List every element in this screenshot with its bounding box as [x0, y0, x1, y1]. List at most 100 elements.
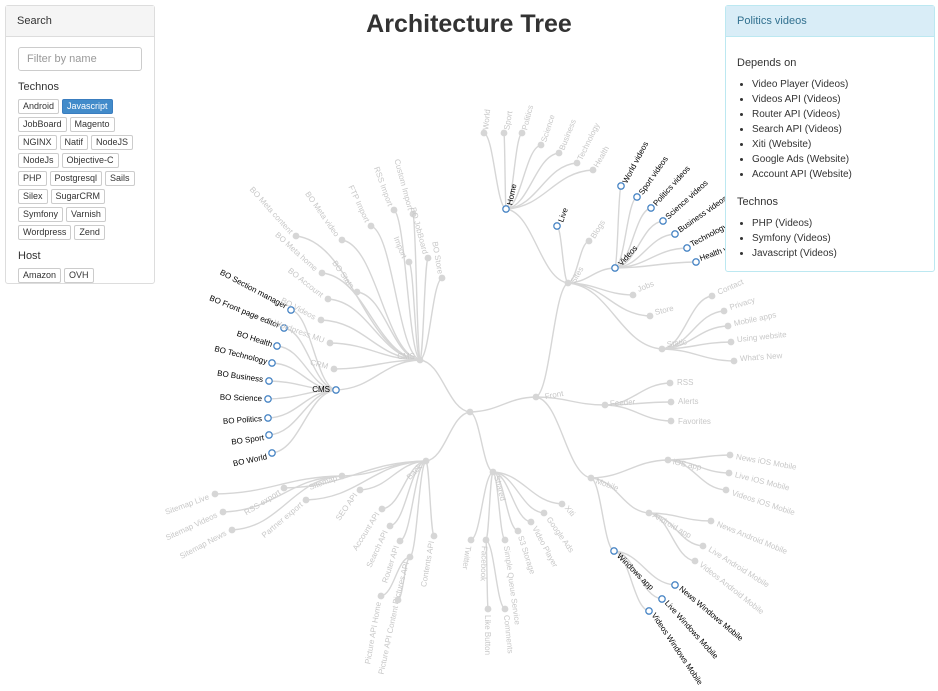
tree-node-label[interactable]: Simple Queue Service [502, 545, 522, 626]
techno-tag[interactable]: Objective-C [61, 153, 119, 168]
tree-node[interactable] [667, 417, 675, 425]
tree-node-label[interactable]: S3 Storage [516, 534, 537, 575]
tree-node[interactable] [318, 269, 326, 277]
tree-node[interactable] [617, 182, 625, 190]
tree-node[interactable] [585, 237, 593, 245]
techno-tag[interactable]: NodeJs [18, 153, 59, 168]
tree-node[interactable] [378, 505, 386, 513]
tree-node-label[interactable]: Sites [569, 265, 586, 285]
tree-node-label[interactable]: Contents API [419, 540, 436, 588]
tree-node[interactable] [438, 274, 446, 282]
tree-node[interactable] [658, 595, 666, 603]
tree-node[interactable] [553, 222, 561, 230]
tree-node[interactable] [601, 401, 609, 409]
tree-node[interactable] [527, 518, 535, 526]
tree-root-node[interactable] [466, 408, 474, 416]
tree-node[interactable] [708, 292, 716, 300]
tree-node[interactable] [394, 596, 402, 604]
tree-node-label[interactable]: Using website [736, 330, 787, 344]
tree-node[interactable] [558, 500, 566, 508]
tree-node-label[interactable]: Favorites [678, 417, 711, 426]
tree-node[interactable] [287, 306, 295, 314]
tree-node[interactable] [564, 279, 572, 287]
tree-node-label[interactable]: BO Business [217, 369, 264, 384]
tree-node[interactable] [268, 359, 276, 367]
tree-node-label[interactable]: BO Health [236, 329, 274, 349]
tree-node-label[interactable]: Shared [492, 475, 507, 502]
tree-node-label[interactable]: Live iOS Mobile [734, 470, 791, 492]
tree-node-label[interactable]: Mobile [595, 476, 621, 493]
tree-node[interactable] [219, 508, 227, 516]
techno-tag[interactable]: Natif [59, 135, 89, 150]
techno-tag[interactable]: Sails [105, 171, 135, 186]
techno-tag[interactable]: Javascript [62, 99, 113, 114]
tree-node-label[interactable]: Store [654, 303, 675, 316]
tree-node-label[interactable]: Science [539, 113, 557, 143]
tree-node[interactable] [386, 522, 394, 530]
tree-node[interactable] [265, 431, 273, 439]
tree-node[interactable] [722, 486, 730, 494]
tree-node[interactable] [338, 236, 346, 244]
tree-node-label[interactable]: Alerts [678, 397, 698, 406]
tree-node[interactable] [727, 338, 735, 346]
tree-node-label[interactable]: News iOS Mobile [735, 452, 798, 472]
tree-node[interactable] [409, 210, 417, 218]
tree-node[interactable] [629, 291, 637, 299]
tree-node[interactable] [480, 129, 488, 137]
tree-node[interactable] [324, 295, 332, 303]
tree-node-label[interactable]: Home [505, 183, 518, 206]
tree-node-label[interactable]: Import [392, 235, 409, 260]
tree-node[interactable] [396, 537, 404, 545]
tree-node[interactable] [292, 232, 300, 240]
tree-node[interactable] [424, 254, 432, 262]
tree-node[interactable] [332, 386, 340, 394]
tree-node[interactable] [664, 456, 672, 464]
tree-node-label[interactable]: Contact [716, 277, 746, 297]
tree-node[interactable] [367, 222, 375, 230]
tree-node[interactable] [489, 468, 497, 476]
techno-tag[interactable]: NGINX [18, 135, 57, 150]
tree-node[interactable] [482, 536, 490, 544]
tree-node-label[interactable]: News Android Mobile [715, 519, 789, 556]
tree-node-label[interactable]: BO Stats [330, 259, 356, 290]
tree-node-label[interactable]: Twitter [461, 545, 473, 570]
tree-node[interactable] [416, 356, 424, 364]
tree-node-label[interactable]: Sitemap Live [164, 492, 211, 516]
techno-tag[interactable]: Android [18, 99, 60, 114]
tree-node[interactable] [537, 141, 545, 149]
tree-node[interactable] [707, 517, 715, 525]
tree-node[interactable] [647, 204, 655, 212]
tree-node-label[interactable]: BO Politics [223, 414, 263, 426]
tree-node[interactable] [720, 307, 728, 315]
tree-node[interactable] [317, 316, 325, 324]
tree-node[interactable] [326, 339, 334, 347]
tree-node[interactable] [633, 193, 641, 201]
tree-node-label[interactable]: BO Technology [214, 344, 269, 366]
tree-node[interactable] [211, 490, 219, 498]
tree-node[interactable] [422, 457, 430, 465]
tree-node[interactable] [514, 527, 522, 535]
techno-tag[interactable]: Zend [74, 225, 105, 240]
tree-node[interactable] [500, 129, 508, 137]
tree-node[interactable] [356, 486, 364, 494]
host-tag[interactable]: Amazon [18, 268, 62, 283]
tree-node[interactable] [587, 474, 595, 482]
tree-node-label[interactable]: iOS app [672, 457, 703, 472]
tree-node-label[interactable]: Mobile apps [733, 310, 777, 328]
tree-node[interactable] [730, 357, 738, 365]
tree-node-label[interactable]: Privacy [728, 295, 756, 312]
tree-node-label[interactable]: CRM [309, 358, 329, 371]
tree-node[interactable] [268, 449, 276, 457]
tree-node[interactable] [691, 557, 699, 565]
tree-node[interactable] [338, 472, 346, 480]
tree-node[interactable] [390, 206, 398, 214]
tree-node[interactable] [555, 149, 563, 157]
tree-node[interactable] [265, 377, 273, 385]
tree-node-label[interactable]: BO Meta video [303, 190, 341, 239]
tree-node-label[interactable]: BO Sport [231, 433, 266, 447]
techno-tag[interactable]: Varnish [66, 207, 106, 222]
tree-node[interactable] [658, 345, 666, 353]
tree-node[interactable] [532, 393, 540, 401]
tree-node-label[interactable]: Live Android Mobile [707, 545, 771, 590]
host-tag[interactable]: OVH [64, 268, 94, 283]
